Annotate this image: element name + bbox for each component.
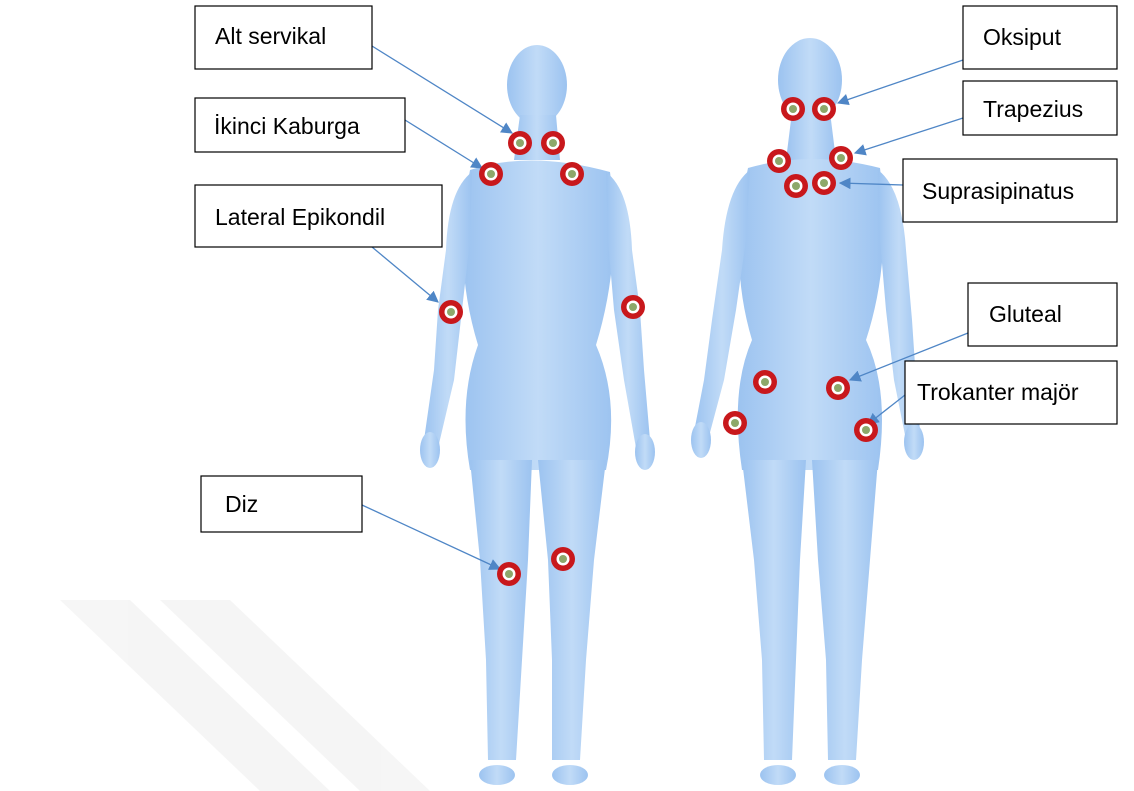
tender-point-marker bbox=[439, 300, 463, 324]
label-lateral-epikondil: Lateral Epikondil bbox=[195, 185, 442, 247]
label-text: Trapezius bbox=[983, 96, 1083, 122]
label-diz: Diz bbox=[201, 476, 362, 532]
tender-point-marker bbox=[560, 162, 584, 186]
back-body-figure bbox=[691, 38, 924, 785]
front-body-figure bbox=[420, 45, 655, 785]
label-trapezius: Trapezius bbox=[963, 81, 1117, 135]
leader-trapezius bbox=[855, 118, 963, 153]
label-suprasipinatus: Suprasipinatus bbox=[903, 159, 1117, 222]
tender-point-marker bbox=[508, 131, 532, 155]
tender-point-marker bbox=[479, 162, 503, 186]
tender-point-marker bbox=[829, 146, 853, 170]
tender-point-marker bbox=[812, 171, 836, 195]
label-gluteal: Gluteal bbox=[968, 283, 1117, 346]
label-alt-servikal: Alt servikal bbox=[195, 6, 372, 69]
label-trokanter-major: Trokanter majör bbox=[905, 361, 1117, 424]
label-text: Alt servikal bbox=[215, 23, 326, 49]
leader-lateral-epikondil bbox=[372, 247, 438, 302]
label-oksiput: Oksiput bbox=[963, 6, 1117, 69]
tender-point-marker bbox=[551, 547, 575, 571]
tender-point-marker bbox=[723, 411, 747, 435]
label-text: Trokanter majör bbox=[917, 379, 1079, 405]
tender-point-marker bbox=[621, 295, 645, 319]
leader-ikinci-kaburga bbox=[405, 120, 482, 168]
label-text: Oksiput bbox=[983, 24, 1062, 50]
watermark bbox=[60, 600, 430, 791]
tender-point-marker bbox=[812, 97, 836, 121]
tender-point-marker bbox=[753, 370, 777, 394]
tender-point-marker bbox=[767, 149, 791, 173]
tender-point-marker bbox=[781, 97, 805, 121]
label-text: Lateral Epikondil bbox=[215, 204, 385, 230]
leader-oksiput bbox=[838, 60, 963, 103]
label-text: Diz bbox=[225, 491, 258, 517]
tender-point-marker bbox=[826, 376, 850, 400]
tender-point-marker bbox=[497, 562, 521, 586]
tender-point-marker bbox=[854, 418, 878, 442]
label-text: Gluteal bbox=[989, 301, 1062, 327]
label-ikinci-kaburga: İkinci Kaburga bbox=[195, 98, 405, 152]
label-text: İkinci Kaburga bbox=[214, 113, 360, 139]
tender-point-marker bbox=[784, 174, 808, 198]
tender-point-marker bbox=[541, 131, 565, 155]
label-text: Suprasipinatus bbox=[922, 178, 1074, 204]
